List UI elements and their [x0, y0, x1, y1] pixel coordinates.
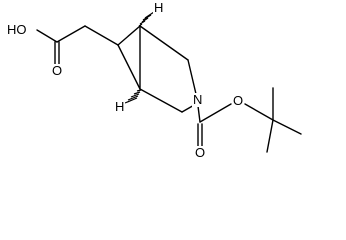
boc-ester-oxygen-label: O — [232, 93, 245, 108]
bond-ho-c — [36, 29, 58, 43]
stereo-h-top-label: H — [153, 0, 165, 15]
bond-c2-n — [187, 59, 197, 95]
bond-acid-c-ch2 — [56, 25, 86, 43]
bond-c1-c2 — [139, 25, 189, 61]
bond-c6-c5 — [117, 44, 141, 90]
hydroxyl-label: HO — [6, 22, 28, 37]
acid-carbonyl-oxygen-label: O — [51, 63, 64, 78]
boc-carbonyl-oxygen-label: O — [194, 145, 207, 160]
hashed-wedge-top — [138, 11, 155, 27]
bond-cboc-o-ester — [199, 103, 232, 123]
hashed-wedge-bottom — [124, 89, 142, 104]
bond-ctbu-me3 — [266, 119, 274, 153]
structure-canvas: HO O N O O H H — [6, 0, 302, 160]
bond-o-ctbu — [244, 103, 274, 121]
bond-ch2-c6 — [84, 25, 119, 46]
structure-svg — [36, 11, 302, 153]
bond-ctbu-me2 — [272, 119, 302, 135]
bond-c5-c4 — [139, 88, 183, 113]
ring-nitrogen-label: N — [192, 92, 204, 107]
stereo-h-bottom-label: H — [114, 99, 126, 114]
bond-c6-c1 — [117, 25, 141, 46]
bond-n-cboc — [197, 105, 201, 123]
